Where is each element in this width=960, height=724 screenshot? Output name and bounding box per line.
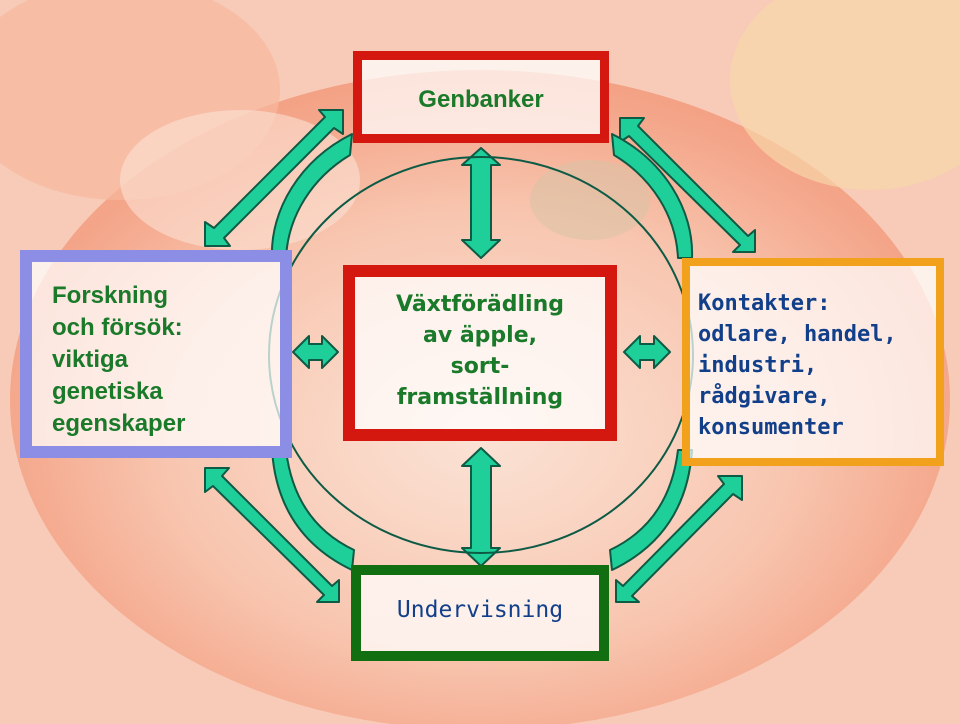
- arrow-vaxt-kontakter: [623, 335, 671, 369]
- node-kontakter-line: rådgivare,: [698, 384, 831, 409]
- cycle-arrow-top-left: [270, 133, 353, 259]
- node-kontakter-line: Kontakter:: [698, 291, 831, 316]
- node-vaxtforadling-line: framställning: [396, 385, 564, 410]
- node-genbanker-label: Genbanker: [418, 86, 544, 113]
- arrow-genbanker-vaxt: [461, 147, 501, 259]
- node-forskning-line: Forskning: [52, 282, 169, 309]
- node-undervisning-label: Undervisning: [396, 597, 564, 623]
- node-kontakter: Kontakter: odlare, handel, industri, råd…: [682, 258, 944, 466]
- node-kontakter-line: industri,: [698, 353, 818, 378]
- arrow-vaxt-undervisning: [461, 447, 501, 567]
- node-vaxtforadling: Växtförädling av äpple, sort- framställn…: [343, 265, 617, 441]
- node-kontakter-text: Kontakter: odlare, handel, industri, råd…: [698, 288, 897, 443]
- node-undervisning: Undervisning: [351, 565, 609, 661]
- node-forskning-line: genetiska: [52, 378, 163, 405]
- arrow-forskning-undervisning: [204, 467, 340, 603]
- cycle-arrow-bottom-right: [609, 449, 693, 571]
- arrow-forskning-genbanker: [204, 109, 344, 247]
- arrow-kontakter-undervisning: [615, 475, 743, 603]
- cycle-arrow-bottom-left: [271, 449, 355, 571]
- arrow-genbanker-kontakter: [619, 117, 756, 253]
- node-forskning-line: viktiga: [52, 346, 129, 373]
- node-forskning: Forskning och försök: viktiga genetiska …: [20, 250, 292, 458]
- node-vaxtforadling-line: av äpple,: [422, 323, 537, 348]
- node-vaxtforadling-line: Växtförädling: [396, 292, 564, 317]
- node-vaxtforadling-text: Växtförädling av äpple, sort- framställn…: [355, 289, 605, 413]
- node-forskning-text: Forskning och försök: viktiga genetiska …: [52, 280, 185, 440]
- arrow-forskning-vaxt: [292, 335, 339, 369]
- node-forskning-line: och försök:: [52, 314, 183, 341]
- node-genbanker: Genbanker: [353, 51, 609, 143]
- node-forskning-line: egenskaper: [52, 410, 186, 437]
- node-vaxtforadling-line: sort-: [450, 354, 510, 379]
- node-kontakter-line: odlare, handel,: [698, 322, 897, 347]
- node-kontakter-line: konsumenter: [698, 415, 844, 440]
